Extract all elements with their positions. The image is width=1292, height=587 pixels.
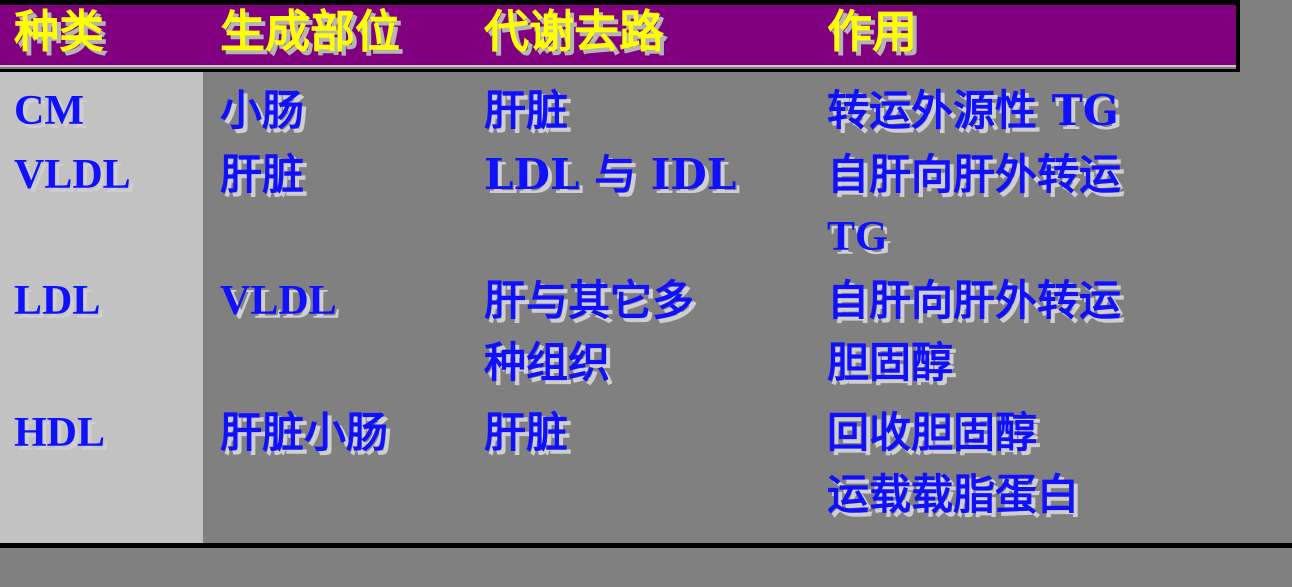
table-header-band: [0, 5, 1236, 67]
cell-origin-cm: 小肠: [220, 86, 305, 135]
column-header-origin: 生成部位: [220, 5, 401, 58]
cell-kind-vldl: VLDL: [14, 152, 131, 198]
table-row: CM: [14, 80, 84, 142]
table-row: HDL: [14, 402, 105, 464]
cell-metabolism-vldl: LDL 与 IDL: [484, 150, 737, 199]
cell-origin-ldl: VLDL: [220, 278, 337, 324]
column-header-metabolism: 代谢去路: [484, 5, 665, 58]
top-divider-rule: [0, 0, 1240, 5]
cell-kind-hdl: HDL: [14, 410, 106, 456]
cell-metabolism-hdl: 肝脏: [484, 408, 569, 457]
column-header-function: 作用: [827, 5, 918, 58]
first-column-background: [0, 72, 203, 543]
header-right-edge: [1236, 3, 1240, 71]
cell-function-cm: 转运外源性 TG: [827, 86, 1119, 135]
cell-metabolism-ldl: 肝与其它多 种组织: [484, 276, 695, 387]
cell-origin-vldl: 肝脏: [220, 150, 305, 199]
cell-function-vldl: 自肝向肝外转运 TG: [827, 150, 1122, 260]
cell-metabolism-cm: 肝脏: [484, 86, 569, 135]
cell-function-hdl: 回收胆固醇 运载载脂蛋白: [827, 408, 1080, 519]
cell-origin-hdl: 肝脏小肠: [220, 408, 389, 457]
table-row: VLDL: [14, 144, 131, 206]
cell-function-ldl: 自肝向肝外转运 胆固醇: [827, 276, 1122, 387]
cell-kind-cm: CM: [14, 88, 84, 134]
column-header-kind: 种类: [14, 5, 105, 58]
header-bottom-rule: [0, 69, 1240, 72]
bottom-divider-rule: [0, 543, 1292, 548]
table-row: LDL: [14, 270, 100, 332]
cell-kind-ldl: LDL: [14, 278, 101, 324]
